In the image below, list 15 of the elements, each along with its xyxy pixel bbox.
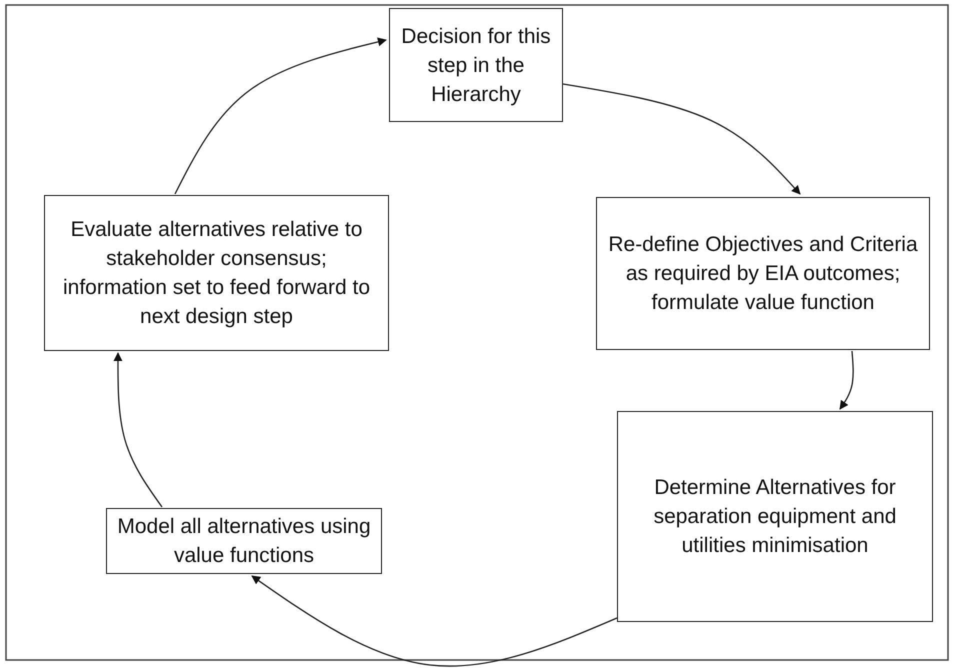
box-text: Decision for this step in the Hierarchy bbox=[400, 24, 552, 108]
arrow bbox=[251, 575, 618, 667]
arrow bbox=[113, 352, 163, 508]
box-text: Model all alternatives using value functions bbox=[116, 514, 372, 569]
arrow bbox=[839, 350, 854, 410]
process-box bbox=[617, 411, 933, 622]
process-box bbox=[44, 195, 389, 351]
process-box bbox=[596, 197, 930, 350]
arrow bbox=[174, 38, 387, 194]
box-text: Re-define Objectives and Criteria as required by EIA outcomes; formulate value function bbox=[607, 232, 919, 316]
process-box bbox=[389, 8, 563, 122]
box-text: Determine Alternatives for separation equipment and utilities minimisation bbox=[652, 475, 898, 559]
arrow bbox=[562, 83, 801, 195]
box-text: Evaluate alternatives relative to stakeholder consensus; information set to feed forward to next design step bbox=[62, 217, 371, 330]
process-box bbox=[106, 508, 382, 574]
